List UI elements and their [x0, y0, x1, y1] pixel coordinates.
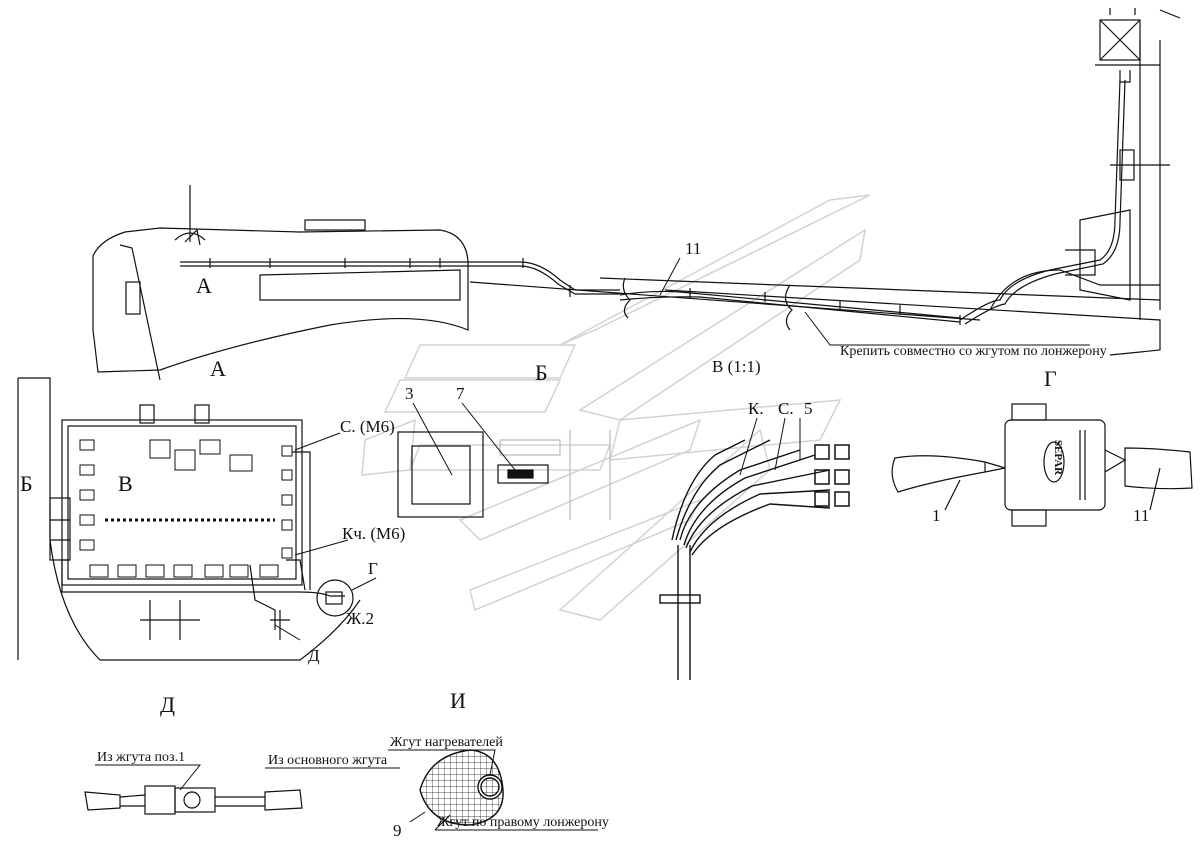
callout-d-small: Д [308, 646, 320, 665]
callout-9: 9 [393, 821, 402, 840]
view-i-label: И [450, 688, 466, 713]
view-g-label: Г [1044, 366, 1057, 391]
callout-11-top: 11 [685, 239, 702, 258]
callout-c-m6: С. (М6) [340, 417, 395, 436]
view-v-label: В (1:1) [712, 357, 761, 376]
label-right-spar: Жгут по правому лонжерону [437, 815, 609, 830]
callout-11-g: 11 [1133, 506, 1150, 525]
ghost-shapes [361, 194, 871, 621]
arrow-a-label: А [196, 273, 212, 298]
label-heaters: Жгут нагревателей [390, 735, 503, 750]
view-g-connector [891, 403, 1193, 527]
view-d-label: Д [160, 692, 176, 717]
callout-kch-m6: Кч. (М6) [342, 524, 406, 543]
view-b-fuse [397, 430, 611, 520]
arrow-v-label: В [118, 471, 133, 496]
view-b-label: Б [535, 360, 548, 385]
arrow-b-label: Б [20, 471, 33, 496]
callout-g-small: Г [368, 559, 378, 578]
view-a-truck [92, 8, 1181, 381]
callout-3: 3 [405, 384, 414, 403]
callout-zh2: Ж.2 [346, 609, 374, 628]
separ-mark: SEPAR [1052, 439, 1065, 476]
callout-c: С. [778, 399, 794, 418]
view-v-wires [659, 439, 850, 680]
note-attach: Крепить совместно со жгутом по лонжерону [840, 344, 1107, 359]
label-from-main: Из основного жгута [268, 753, 388, 768]
callout-k: К. [748, 399, 764, 418]
callout-7: 7 [456, 384, 465, 403]
leader-lines [95, 257, 1090, 831]
view-d-panel [17, 377, 361, 661]
callout-1: 1 [932, 506, 941, 525]
view-i-connector [84, 785, 303, 815]
view-a-label: А [210, 356, 226, 381]
label-from-harness1: Из жгута поз.1 [97, 750, 186, 765]
callout-5: 5 [804, 399, 813, 418]
harness-section [419, 749, 504, 826]
